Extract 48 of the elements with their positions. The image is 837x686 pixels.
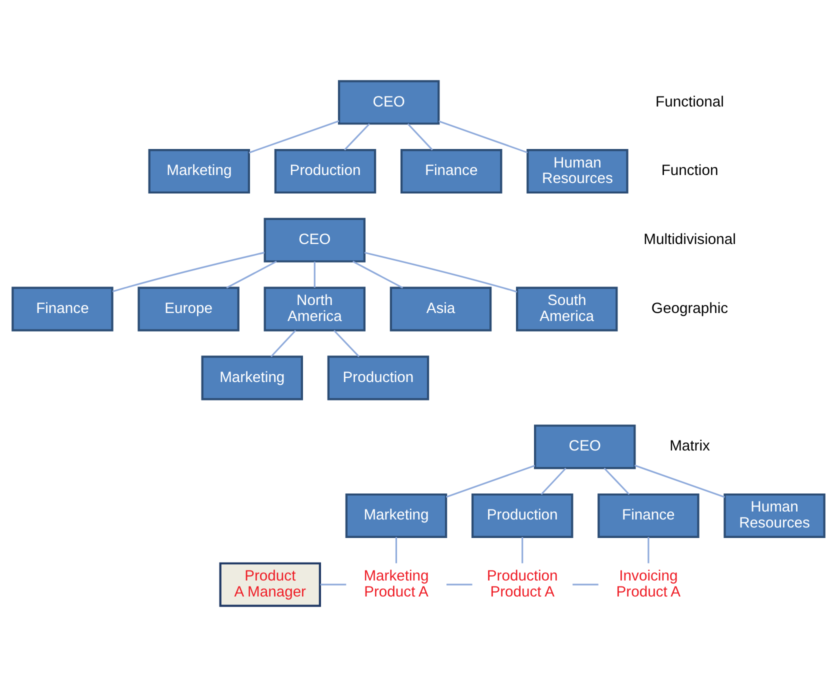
connector xyxy=(248,120,340,153)
node-box: Production xyxy=(327,355,430,400)
connector xyxy=(522,536,524,563)
connector xyxy=(334,329,360,357)
label: Geographic xyxy=(651,300,728,316)
connector xyxy=(352,260,404,288)
connector xyxy=(395,536,398,563)
node-box: South America xyxy=(516,286,618,331)
node-box: CEO xyxy=(264,217,366,262)
node-box: Asia xyxy=(390,286,492,331)
connector xyxy=(407,122,433,150)
label: Function xyxy=(661,162,718,179)
label: Matrix xyxy=(670,438,710,454)
node-box: Marketing xyxy=(201,355,303,400)
connector xyxy=(438,120,528,153)
node-box: Marketing xyxy=(148,148,250,194)
node-box: Human Resources xyxy=(526,148,628,194)
node-text: Invoicing Product A xyxy=(616,568,681,600)
node-text: Production Product A xyxy=(486,568,558,600)
connector xyxy=(320,583,346,585)
connector xyxy=(344,122,370,150)
node-box: Finance xyxy=(12,286,114,331)
connector xyxy=(604,467,630,494)
node-box: Production xyxy=(274,148,376,194)
node-box: North America xyxy=(264,286,366,331)
node-box: Europe xyxy=(138,286,240,331)
connector xyxy=(540,467,566,494)
node-box: Human Resources xyxy=(724,492,826,538)
connector xyxy=(314,261,316,288)
node-box: Finance xyxy=(400,148,502,194)
node-text: Marketing Product A xyxy=(364,568,429,600)
node-box: CEO xyxy=(534,424,636,469)
connector xyxy=(226,260,277,288)
node-box: Product A Manager xyxy=(219,562,322,606)
node-box: Finance xyxy=(598,492,700,538)
connector xyxy=(648,536,650,563)
connector xyxy=(270,329,296,357)
connector xyxy=(634,464,725,498)
connector xyxy=(112,251,265,292)
node-box: Production xyxy=(471,492,574,538)
label: Functional xyxy=(656,94,724,110)
connector xyxy=(446,583,472,585)
connector xyxy=(446,464,536,498)
label: Multidivisional xyxy=(644,232,736,248)
node-box: Marketing xyxy=(345,492,448,538)
node-box: CEO xyxy=(338,80,440,124)
connector xyxy=(572,583,598,585)
connector xyxy=(364,251,518,292)
